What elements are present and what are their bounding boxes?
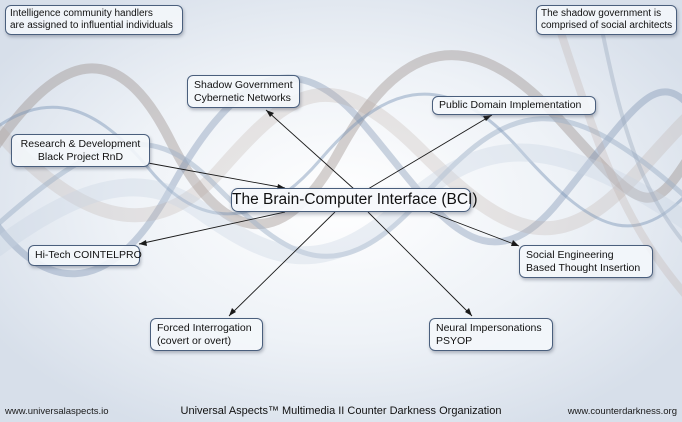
node-neural-impersonations-line1: Neural Impersonations [436, 322, 542, 334]
node-research-line1: Research & Development [20, 138, 141, 150]
note-top-left-line2: are assigned to influential individuals [10, 20, 173, 31]
footer-left-url[interactable]: www.universalaspects.io [5, 406, 109, 417]
node-forced-interrogation-line2: (covert or overt) [157, 334, 232, 347]
node-shadow-government-line2: Cybernetic Networks [194, 91, 291, 104]
node-cointelpro-line1: Hi-Tech COINTELPRO [35, 249, 142, 261]
arrow-social-eng [429, 211, 520, 247]
note-top-right-line2: comprised of social architects [541, 20, 673, 31]
center-node-bci: The Brain-Computer Interface (BCI) [231, 188, 478, 212]
arrowhead-cointelpro [139, 240, 147, 246]
node-neural-impersonations-line2: PSYOP [436, 334, 473, 347]
arrow-shadow-gov [265, 109, 355, 190]
note-top-left-line1: Intelligence community handlers [10, 8, 153, 19]
node-public-domain: Public Domain Implementation [432, 96, 596, 115]
arrow-interrogation [228, 211, 336, 317]
arrowhead-interrogation [229, 308, 236, 316]
node-research-line2: Black Project RnD [37, 150, 124, 163]
note-top-right: The shadow government is comprised of so… [536, 5, 677, 35]
arrow-public-domain [367, 114, 493, 190]
node-neural-impersonations: Neural Impersonations PSYOP [429, 318, 553, 351]
node-shadow-government: Shadow Government Cybernetic Networks [187, 75, 300, 108]
footer-right-url[interactable]: www.counterdarkness.org [567, 406, 677, 417]
node-forced-interrogation-line1: Forced Interrogation [157, 322, 252, 334]
node-social-engineering: Social Engineering Based Thought Inserti… [519, 245, 653, 278]
arrow-research [147, 162, 286, 189]
arrow-neural [367, 211, 473, 317]
arrowhead-public-domain [483, 115, 492, 121]
arrowhead-neural [465, 308, 472, 316]
footer-center-title: Universal Aspects™ Multimedia II Counter… [180, 405, 502, 417]
node-shadow-government-line1: Shadow Government [194, 79, 293, 91]
node-public-domain-line1: Public Domain Implementation [439, 99, 582, 111]
note-top-right-line1: The shadow government is [541, 8, 662, 19]
node-forced-interrogation: Forced Interrogation (covert or overt) [150, 318, 263, 351]
arrow-cointelpro [138, 211, 286, 245]
node-social-engineering-line1: Social Engineering [526, 249, 614, 261]
node-research: Research & Development Black Project RnD [11, 134, 150, 167]
node-social-engineering-line2: Based Thought Insertion [526, 261, 641, 274]
note-top-left: Intelligence community handlers are assi… [5, 5, 183, 35]
node-cointelpro: Hi-Tech COINTELPRO [28, 245, 142, 266]
arrowhead-social-eng [511, 240, 519, 246]
arrowhead-shadow-gov [266, 110, 274, 117]
